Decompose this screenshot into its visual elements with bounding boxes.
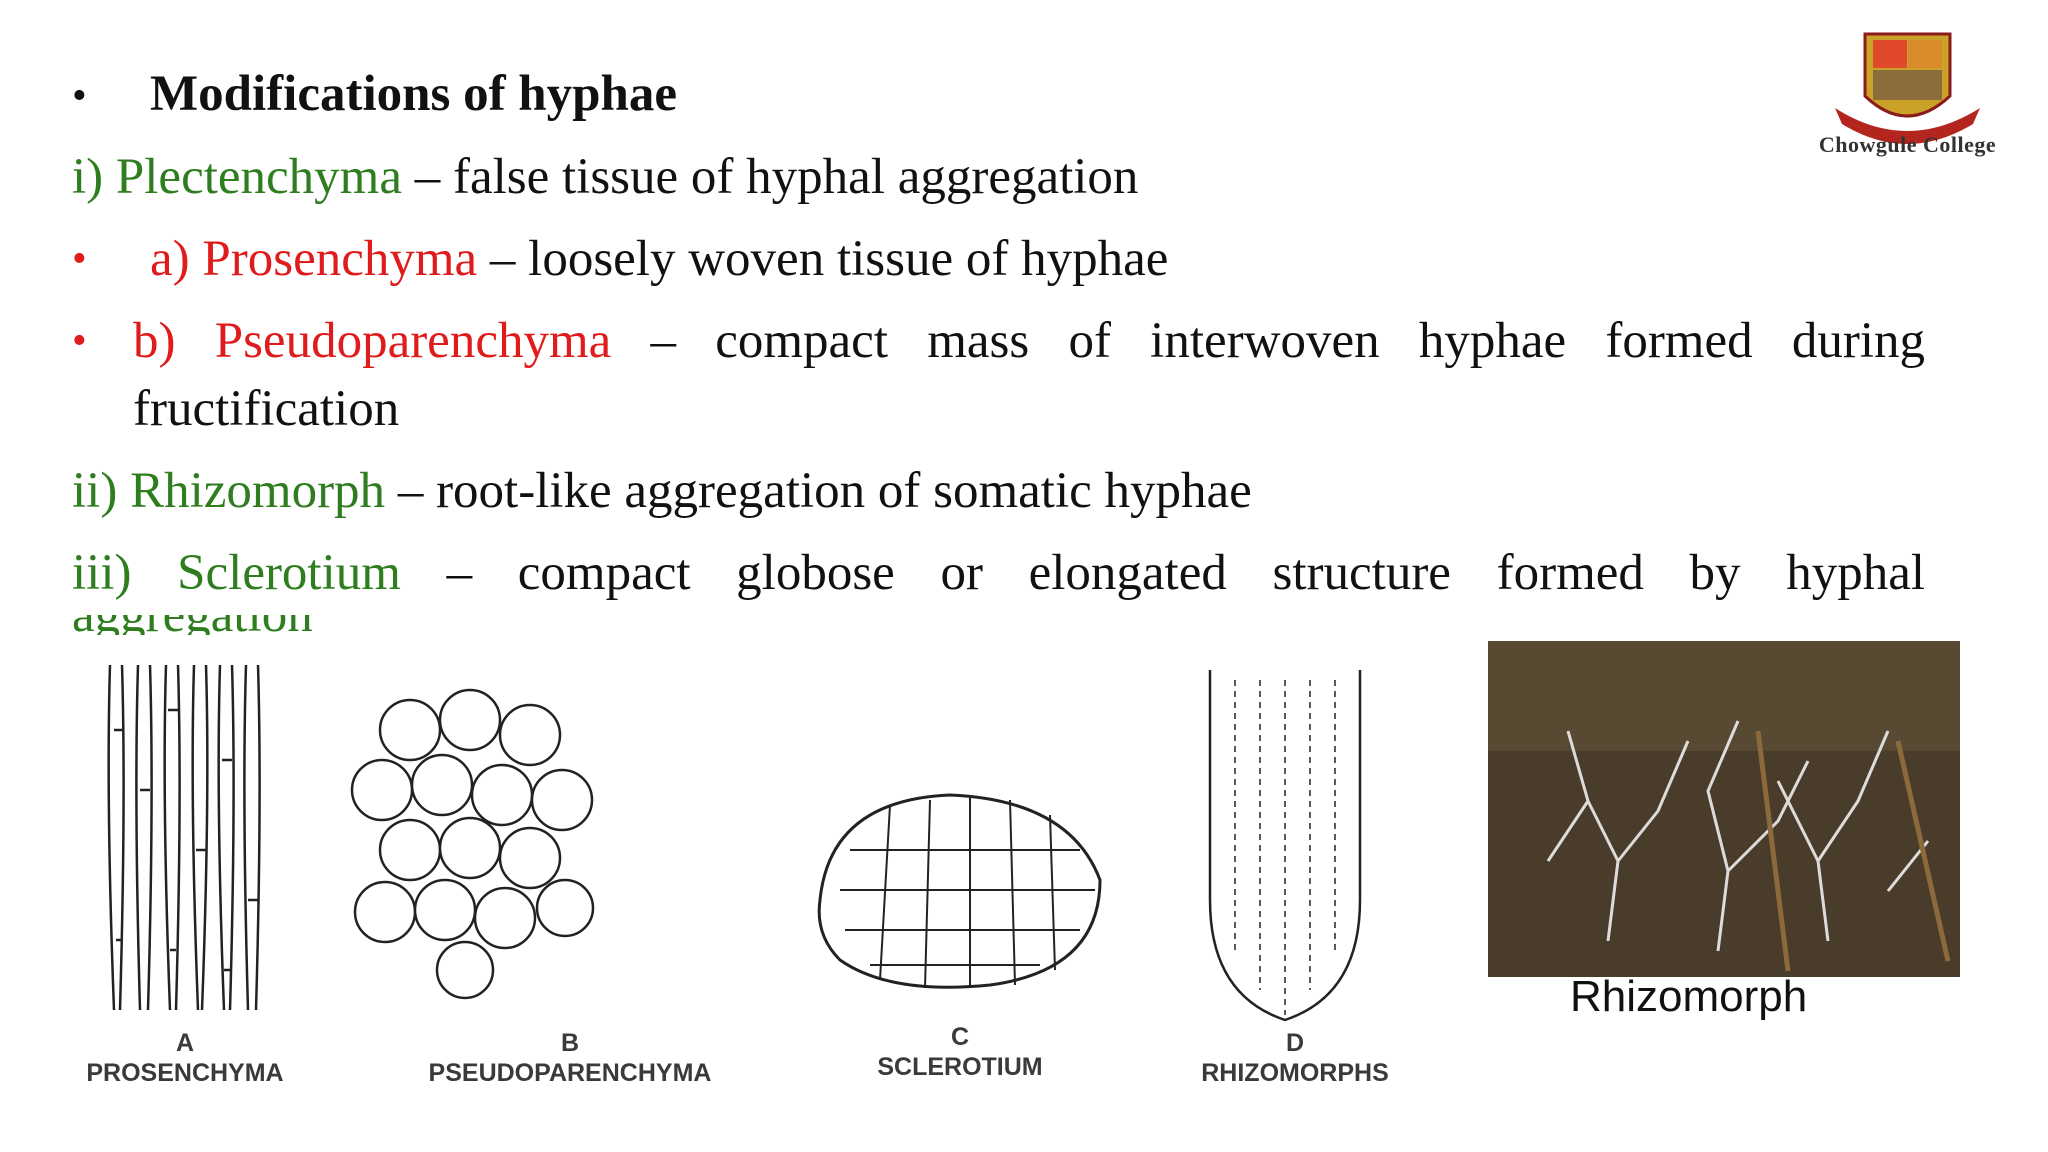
fig-label-prosenchyma: A PROSENCHYMA	[70, 1028, 300, 1088]
fig-letter-b: B	[560, 1029, 580, 1057]
fig-name-rhizomorphs: RHIZOMORPHS	[1201, 1059, 1389, 1087]
college-logo	[1835, 32, 1980, 144]
fig-name-pseudoparenchyma: PSEUDOPARENCHYMA	[428, 1059, 712, 1087]
desc-pseudoparenchyma-cont: fructification	[133, 381, 400, 437]
item-rhizomorph: ii) Rhizomorph – root-like aggregation o…	[72, 461, 1252, 521]
bullet-prosenchyma: •	[72, 236, 87, 282]
term-sclerotium: iii) Sclerotium	[72, 545, 401, 601]
bullet-pseudoparenchyma: •	[72, 318, 87, 364]
desc-sclerotium: – compact globose or elongated structure…	[400, 545, 1925, 601]
fig-name-sclerotium: SCLEROTIUM	[877, 1053, 1043, 1081]
hyphal-tissues-figure	[107, 664, 1362, 1022]
desc-plectenchyma: – false tissue of hyphal aggregation	[401, 149, 1139, 205]
slide-heading: Modifications of hyphae	[150, 66, 678, 122]
fig-label-pseudoparenchyma: B PSEUDOPARENCHYMA	[415, 1028, 725, 1088]
fig-label-sclerotium: C SCLEROTIUM	[850, 1022, 1070, 1082]
heading-bullet: •	[72, 73, 87, 119]
desc-sclerotium-cont-clipped: aggregation	[72, 615, 342, 635]
fig-letter-a: A	[175, 1029, 195, 1057]
item-pseudoparenchyma: b) Pseudoparenchyma – compact mass of in…	[133, 311, 1925, 371]
logo-caption: Chowgule College	[1818, 132, 1997, 157]
term-pseudoparenchyma: b) Pseudoparenchyma	[133, 313, 612, 369]
term-plectenchyma: i) Plectenchyma	[72, 149, 402, 205]
fig-label-rhizomorphs: D RHIZOMORPHS	[1180, 1028, 1410, 1088]
desc-prosenchyma: – loosely woven tissue of hyphae	[477, 231, 1169, 287]
fig-name-prosenchyma: PROSENCHYMA	[86, 1059, 284, 1087]
fig-letter-d: D	[1285, 1029, 1305, 1057]
term-prosenchyma: a) Prosenchyma	[150, 231, 478, 287]
item-sclerotium: iii) Sclerotium – compact globose or elo…	[72, 543, 1925, 603]
desc-pseudoparenchyma: – compact mass of interwoven hyphae form…	[611, 313, 1926, 369]
term-rhizomorph: ii) Rhizomorph	[72, 463, 386, 519]
photo-caption: Rhizomorph	[1570, 972, 1808, 1021]
rhizomorph-photo	[1488, 641, 1960, 977]
fig-letter-c: C	[950, 1023, 970, 1051]
sclerotium-drawing	[817, 793, 1102, 989]
rhizomorph-drawing	[1208, 670, 1362, 1022]
prosenchyma-drawing	[107, 664, 261, 1011]
item-plectenchyma: i) Plectenchyma – false tissue of hyphal…	[72, 147, 1138, 207]
pseudoparenchyma-drawing	[350, 688, 595, 1000]
desc-rhizomorph: – root-like aggregation of somatic hypha…	[385, 463, 1252, 519]
item-prosenchyma: a) Prosenchyma – loosely woven tissue of…	[150, 229, 1168, 289]
